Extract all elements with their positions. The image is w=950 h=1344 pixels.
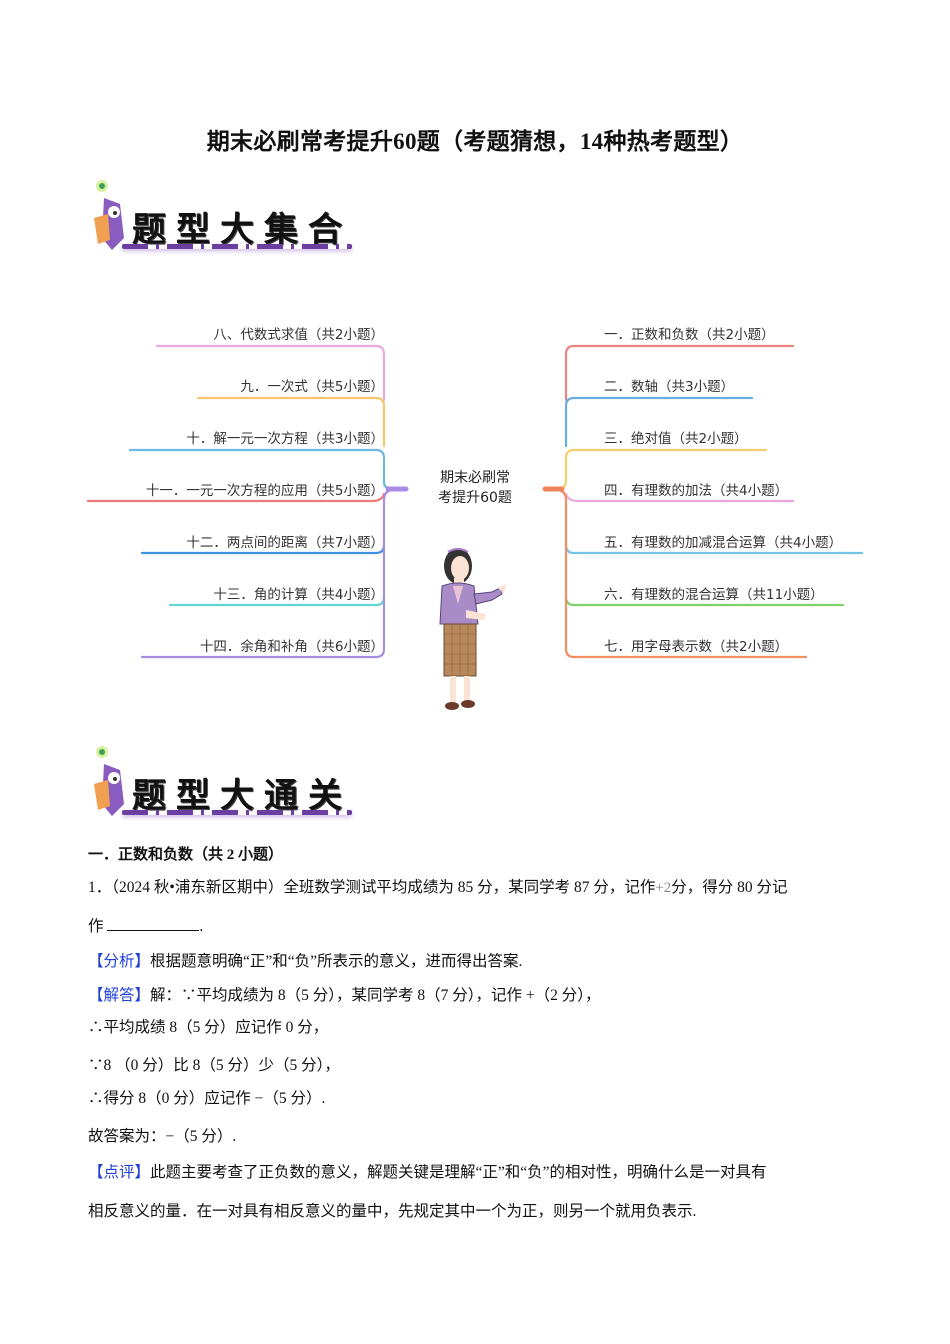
mindmap-topic-6: 六．有理数的混合运算（共11小题） bbox=[604, 587, 824, 603]
mindmap-topic-13: 十三．角的计算（共4小题） bbox=[213, 587, 384, 603]
answer-line-4: ∴得分 8（0 分）应记作 −（5 分）. bbox=[88, 1090, 326, 1107]
question-text-end: 分，得分 80 分记 bbox=[671, 879, 788, 896]
mindmap-topic-12: 十二．两点间的距离（共7小题） bbox=[186, 535, 384, 551]
wizard-mascot-icon bbox=[94, 180, 124, 250]
document-title: 期末必刷常考提升60题（考题猜想，14种热考题型） bbox=[206, 129, 744, 154]
mindmap-topic-5: 五．有理数的加减混合运算（共4小题） bbox=[604, 535, 843, 551]
mindmap-topic-2: 二．数轴（共3小题） bbox=[604, 379, 735, 395]
section-heading: 一．正数和负数（共 2 小题） bbox=[88, 847, 284, 863]
mindmap-topic-10: 十．解一元一次方程（共3小题） bbox=[186, 431, 384, 447]
comment-text-1: 此题主要考查了正负数的意义，解题关键是理解“正”和“负”的相对性，明确什么是一对… bbox=[150, 1164, 767, 1181]
banner-divider bbox=[122, 810, 352, 815]
analysis-text: 根据题意明确“正”和“负”所表示的意义，进而得出答案. bbox=[150, 953, 523, 970]
answer-line-5: 故答案为：−（5 分）. bbox=[88, 1128, 237, 1145]
plus-value: +2 bbox=[655, 880, 672, 896]
question-text: （2024 秋•浦东新区期中）全班数学测试平均成绩为 85 分，某同学考 87 … bbox=[111, 879, 656, 896]
answer-line-2: ∴平均成绩 8（5 分）应记作 0 分， bbox=[88, 1019, 329, 1036]
question-line-1: 1．（2024 秋•浦东新区期中）全班数学测试平均成绩为 85 分，某同学考 8… bbox=[88, 878, 788, 898]
banner-title: 题型大通关 bbox=[132, 776, 352, 816]
analysis-line: 【分析】根据题意明确“正”和“负”所表示的意义，进而得出答案. bbox=[88, 952, 522, 972]
comment-tag: 【点评】 bbox=[88, 1164, 151, 1181]
center-line-2: 考提升60题 bbox=[438, 490, 512, 506]
comment-line-1: 【点评】此题主要考查了正负数的意义，解题关键是理解“正”和“负”的相对性，明确什… bbox=[88, 1163, 767, 1183]
analysis-tag: 【分析】 bbox=[88, 953, 151, 970]
mindmap-topic-14: 十四．余角和补角（共6小题） bbox=[199, 639, 384, 655]
mindmap-topic-8: 八、代数式求值（共2小题） bbox=[213, 327, 384, 343]
banner-divider bbox=[122, 244, 352, 249]
mindmap-topic-7: 七．用字母表示数（共2小题） bbox=[604, 639, 789, 655]
answer-tag: 【解答】 bbox=[88, 987, 151, 1004]
answer-blank[interactable] bbox=[107, 916, 200, 931]
question-line-2: 作 . bbox=[88, 916, 203, 937]
wizard-mascot-icon bbox=[94, 746, 124, 816]
answer-line-3: ∵8 （0 分）比 8（5 分）少（5 分）， bbox=[88, 1057, 340, 1074]
mindmap-topic-11: 十一．一元一次方程的应用（共5小题） bbox=[145, 483, 384, 499]
mind-map-connectors bbox=[86, 344, 864, 659]
mindmap-center-node: 期末必刷常 考提升60题 bbox=[420, 468, 530, 508]
question-end: . bbox=[199, 918, 204, 935]
teacher-illustration-icon bbox=[439, 548, 506, 710]
center-line-1: 期末必刷常 bbox=[440, 470, 510, 486]
banner-title: 题型大集合 bbox=[132, 210, 352, 250]
comment-line-2: 相反意义的量．在一对具有相反意义的量中，先规定其中一个为正，则另一个就用负表示. bbox=[88, 1203, 697, 1220]
mindmap-topic-9: 九．一次式（共5小题） bbox=[240, 379, 384, 395]
mindmap-topic-1: 一．正数和负数（共2小题） bbox=[604, 327, 775, 343]
mindmap-topic-3: 三．绝对值（共2小题） bbox=[604, 431, 748, 447]
answer-text-1: 解：∵平均成绩为 8（5 分），某同学考 8（7 分），记作 +（2 分）， bbox=[150, 987, 601, 1004]
question-prefix: 作 bbox=[88, 918, 104, 935]
answer-line-1: 【解答】解：∵平均成绩为 8（5 分），某同学考 8（7 分），记作 +（2 分… bbox=[88, 986, 601, 1006]
mindmap-topic-4: 四．有理数的加法（共4小题） bbox=[604, 483, 789, 499]
banner-practice: 题型大通关 bbox=[84, 744, 354, 834]
banner-overview: 题型大集合 bbox=[84, 178, 354, 268]
question-number: 1． bbox=[88, 879, 112, 896]
